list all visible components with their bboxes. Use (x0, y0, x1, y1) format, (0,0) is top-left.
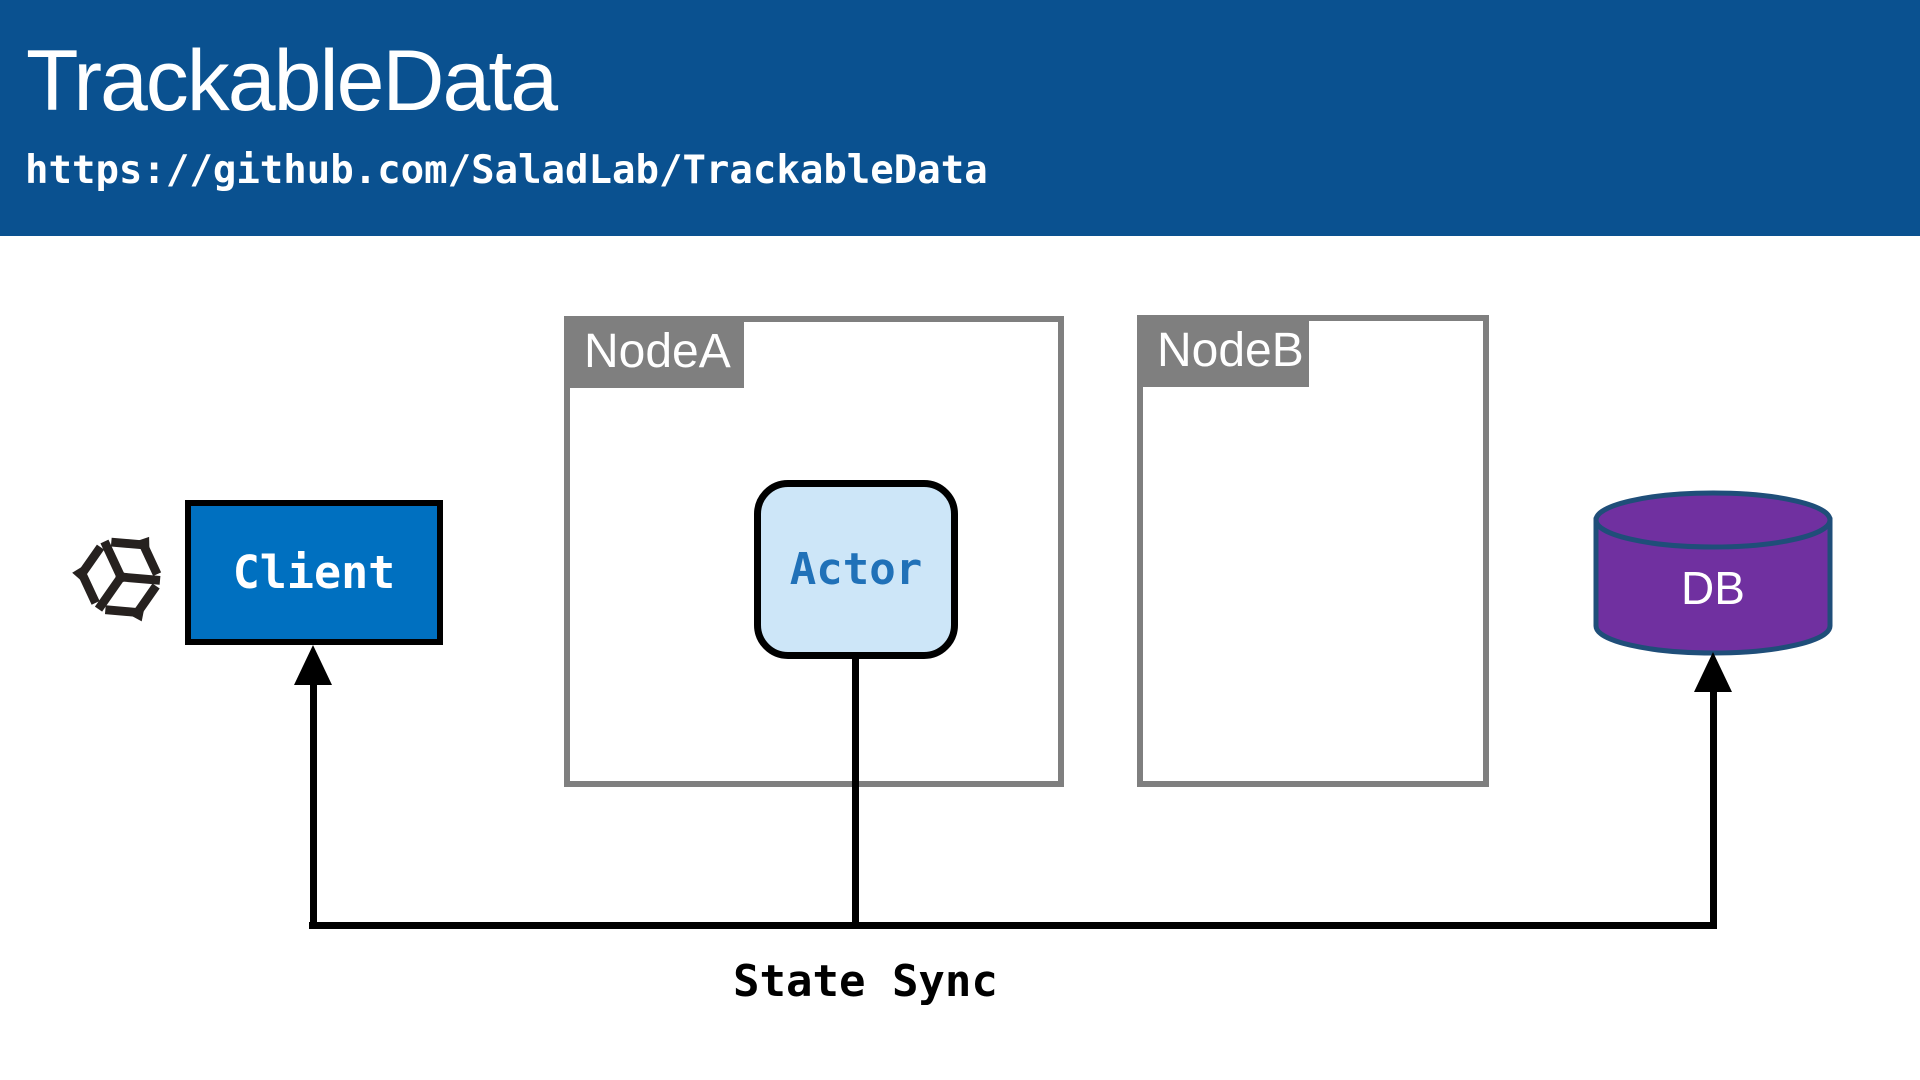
node-b-tab: NodeB (1137, 315, 1309, 387)
unity-inner-edge (94, 574, 125, 612)
node-b-container: NodeB (1137, 315, 1489, 787)
db-cylinder: DB (1593, 490, 1833, 656)
actor-box: Actor (754, 480, 958, 659)
node-a-tab: NodeA (564, 316, 744, 388)
github-url-link[interactable]: https://github.com/SaladLab/TrackableDat… (25, 148, 988, 193)
page-title: TrackableData (26, 33, 558, 129)
arrowhead-up-client (294, 645, 332, 685)
header-band: TrackableData https://github.com/SaladLa… (0, 0, 1920, 236)
db-cylinder-top (1593, 490, 1833, 550)
unity-icon (72, 536, 166, 622)
unity-center (115, 571, 127, 583)
state-sync-label: State Sync (733, 956, 998, 1007)
unity-arrow-tip (72, 563, 88, 585)
connector-to-db (1710, 685, 1717, 929)
arrowhead-up-db (1694, 652, 1732, 692)
client-label: Client (232, 546, 396, 599)
unity-inner-edge (100, 539, 125, 579)
unity-inner-edge (120, 572, 161, 585)
state-sync-horizontal-line (309, 922, 1717, 929)
connector-from-actor (852, 656, 859, 929)
node-a-container: NodeA (564, 316, 1064, 787)
db-label: DB (1681, 562, 1745, 614)
unity-arrow-tip (131, 536, 150, 556)
unity-arrow-tip (125, 603, 146, 622)
actor-label: Actor (789, 544, 923, 595)
connector-to-client (310, 678, 317, 929)
client-box: Client (185, 500, 443, 645)
